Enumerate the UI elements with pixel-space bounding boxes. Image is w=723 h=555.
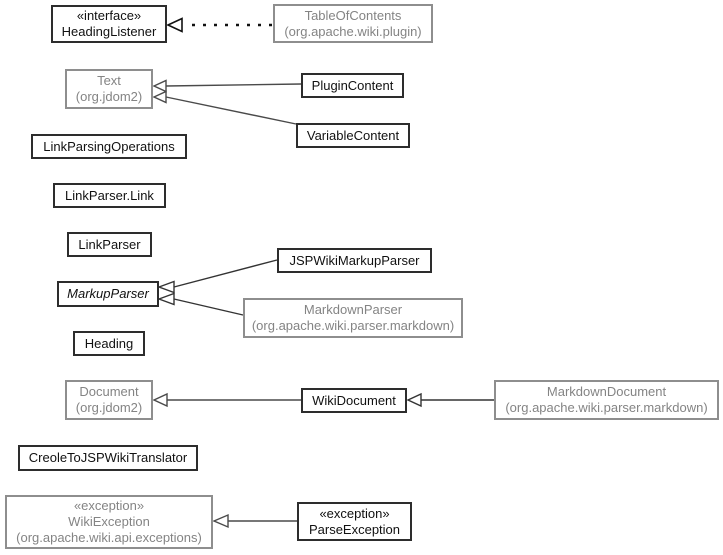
node-heading[interactable]: Heading xyxy=(73,331,145,356)
class-name: LinkParser.Link xyxy=(65,187,154,203)
node-table-of-contents[interactable]: TableOfContents (org.apache.wiki.plugin) xyxy=(273,4,433,43)
node-markdown-parser[interactable]: MarkdownParser (org.apache.wiki.parser.m… xyxy=(243,298,463,338)
class-name: LinkParser xyxy=(78,236,141,252)
class-name: MarkdownDocument xyxy=(546,384,667,399)
class-name: ParseException xyxy=(308,521,401,537)
class-name: WikiException xyxy=(68,514,150,529)
node-plugin-content[interactable]: PluginContent xyxy=(301,73,404,98)
class-name: MarkupParser xyxy=(67,286,149,301)
class-name: LinkParsingOperations xyxy=(43,138,175,154)
package-label: (org.jdom2) xyxy=(75,89,143,104)
node-link-parsing-operations[interactable]: LinkParsingOperations xyxy=(31,134,187,159)
node-jspwiki-markup-parser[interactable]: JSPWikiMarkupParser xyxy=(277,248,432,273)
node-text[interactable]: Text (org.jdom2) xyxy=(65,69,153,109)
edge-tableofcontents-headinglistener xyxy=(166,17,272,33)
node-wiki-exception[interactable]: «exception» WikiException (org.apache.wi… xyxy=(5,495,213,549)
edge-wikidocument-document xyxy=(152,392,301,408)
edge-markdowndocument-wikidocument xyxy=(406,392,494,408)
edge-jspwikimarkupparser-markupparser xyxy=(156,259,278,294)
class-name: JSPWikiMarkupParser xyxy=(289,252,420,268)
class-name: CreoleToJSPWikiTranslator xyxy=(28,450,188,465)
edge-markdownparser-markupparser xyxy=(156,292,244,316)
class-name: WikiDocument xyxy=(312,392,396,408)
edge-variablecontent-text xyxy=(152,90,297,125)
node-link-parser-link[interactable]: LinkParser.Link xyxy=(53,183,166,208)
stereotype-label: «exception» xyxy=(319,505,390,521)
node-variable-content[interactable]: VariableContent xyxy=(296,123,410,148)
edge-plugincontent-text xyxy=(152,79,302,93)
class-name: MarkdownParser xyxy=(303,302,403,317)
package-label: (org.jdom2) xyxy=(75,400,143,415)
node-link-parser[interactable]: LinkParser xyxy=(67,232,152,257)
class-name: Heading xyxy=(84,335,134,351)
node-parse-exception[interactable]: «exception» ParseException xyxy=(297,502,412,541)
stereotype-label: «exception» xyxy=(73,498,145,513)
stereotype-label: «interface» xyxy=(76,8,142,23)
package-label: (org.apache.wiki.plugin) xyxy=(284,23,422,39)
package-label: (org.apache.wiki.parser.markdown) xyxy=(251,318,455,333)
node-creole-to-jspwiki-translator[interactable]: CreoleToJSPWikiTranslator xyxy=(18,445,198,471)
node-markup-parser[interactable]: MarkupParser xyxy=(57,281,159,307)
class-name: VariableContent xyxy=(306,127,400,143)
class-name: Text xyxy=(97,73,121,88)
node-markdown-document[interactable]: MarkdownDocument (org.apache.wiki.parser… xyxy=(494,380,719,420)
class-name: Document xyxy=(79,384,139,399)
class-name: HeadingListener xyxy=(61,24,157,39)
node-heading-listener[interactable]: «interface» HeadingListener xyxy=(51,5,167,43)
class-name: PluginContent xyxy=(311,77,394,93)
node-document[interactable]: Document (org.jdom2) xyxy=(65,380,153,420)
package-label: (org.apache.wiki.api.exceptions) xyxy=(16,530,202,545)
class-name: TableOfContents xyxy=(304,7,402,23)
package-label: (org.apache.wiki.parser.markdown) xyxy=(505,400,708,415)
edge-parseexception-wikiexception xyxy=(212,513,297,529)
node-wiki-document[interactable]: WikiDocument xyxy=(301,388,407,413)
